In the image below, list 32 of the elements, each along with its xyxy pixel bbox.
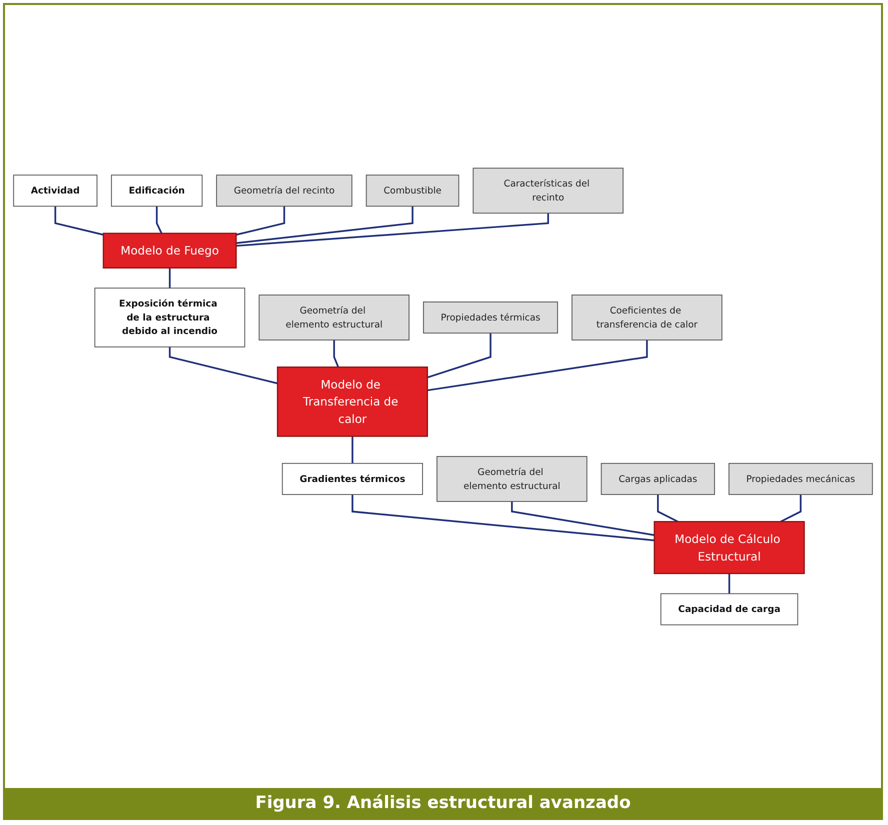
node-box: Modelo de Fuego [102, 232, 237, 268]
node-box: Capacidad de carga [660, 593, 798, 626]
node-box: Geometría del recinto [216, 174, 352, 207]
node-box: Geometría del elemento estructural [436, 456, 588, 502]
node-box: Edificación [110, 174, 203, 207]
connector [728, 574, 730, 594]
node-box: Propiedades térmicas [423, 302, 558, 334]
node-box: Geometría del elemento estructural [258, 294, 410, 340]
node-box: Modelo de Cálculo Estructural [654, 521, 805, 574]
node-box: Cargas aplicadas [600, 462, 715, 495]
caption: Figura 9. Análisis estructural avanzado [5, 788, 881, 818]
connector [427, 340, 648, 392]
connector [236, 206, 286, 236]
connector [54, 206, 104, 236]
connector [352, 494, 654, 542]
connector [156, 206, 162, 234]
connector [168, 346, 278, 384]
node-box: Características del recinto [472, 168, 624, 214]
connector [236, 206, 414, 244]
node-box: Coeficientes de transferencia de calor [572, 294, 722, 340]
connector [168, 268, 171, 288]
connector [352, 436, 354, 464]
connector [427, 333, 492, 378]
node-box: Gradientes térmicos [282, 462, 423, 495]
connector [511, 501, 654, 536]
connector [236, 213, 549, 247]
node-box: Propiedades mecánicas [728, 462, 873, 495]
node-box: Actividad [13, 174, 98, 207]
node-box: Modelo de Transferencia de calor [276, 366, 428, 437]
node-box: Exposición térmica de la estructura debido al incendio [94, 288, 246, 348]
node-box: Combustible [366, 174, 460, 207]
connector [333, 340, 340, 368]
